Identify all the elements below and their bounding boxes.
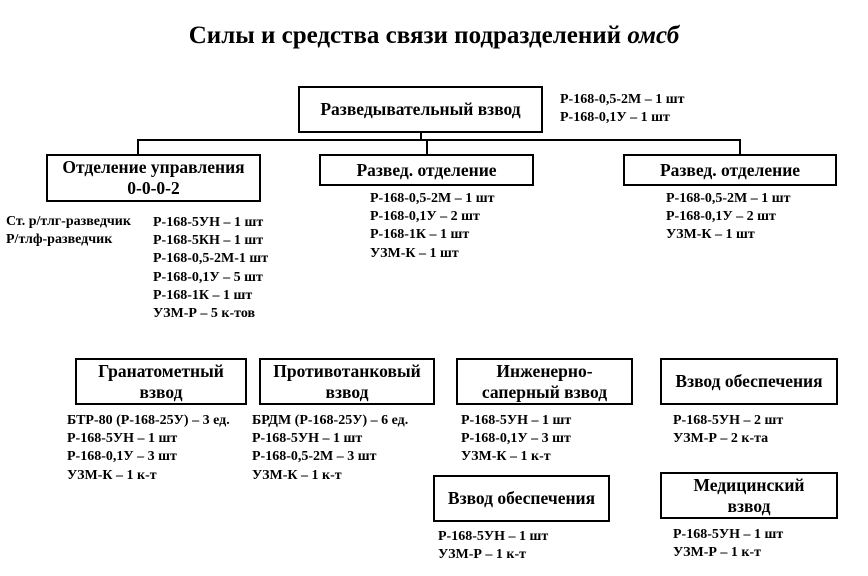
list-item: УЗМ-Р – 2 к-та bbox=[673, 431, 769, 447]
list-item: УЗМ-Р – 5 к-тов bbox=[153, 306, 256, 322]
list-item: Р-168-5УН – 2 шт bbox=[673, 413, 784, 428]
recon-platoon-box: Разведывательный взвод bbox=[298, 86, 543, 133]
mgmt-section-box: Отделение управления 0-0-0-2 bbox=[46, 154, 261, 202]
medical-platoon-line1: Медицинский bbox=[693, 474, 805, 495]
support-platoon-box-2: Взвод обеспечения bbox=[433, 475, 610, 522]
list-item: Р-168-0,1У – 3 шт bbox=[67, 449, 177, 465]
list-item: УЗМ-К – 1 к-т bbox=[67, 467, 157, 483]
list-item: УЗМ-Р – 1 к-т bbox=[438, 547, 527, 563]
antitank-platoon-box: Противотанковый взвод bbox=[259, 358, 435, 405]
list-item: БРДМ (Р-168-25У) – 6 ед. bbox=[252, 413, 409, 428]
connector-horizontal bbox=[137, 139, 741, 141]
list-item: Р-168-1К – 1 шт bbox=[153, 287, 253, 303]
list-item: Р-168-5КН – 1 шт bbox=[153, 233, 264, 249]
support-platoon-equipment-1: Р-168-5УН – 2 шт УЗМ-Р – 2 к-та bbox=[673, 412, 783, 448]
list-item: Р-168-5УН – 1 шт bbox=[673, 527, 784, 542]
mgmt-equipment: Р-168-5УН – 1 шт Р-168-5КН – 1 шт Р-168-… bbox=[153, 214, 268, 323]
mgmt-roles: Ст. р/тлг-разведчик Р/тлф-разведчик bbox=[6, 213, 131, 249]
grenade-platoon-equipment: БТР-80 (Р-168-25У) – 3 ед. Р-168-5УН – 1… bbox=[67, 412, 230, 485]
list-item: Р-168-0,5-2М-1 шт bbox=[153, 251, 269, 267]
list-item: Р-168-0,5-2М – 3 шт bbox=[252, 449, 377, 465]
recon-section-label-2: Развед. отделение bbox=[659, 159, 801, 180]
medical-platoon-box: Медицинский взвод bbox=[660, 472, 838, 519]
recon-section-equipment-1: Р-168-0,5-2М – 1 шт Р-168-0,1У – 2 шт Р-… bbox=[370, 190, 494, 263]
list-item: Р-168-0,1У – 3 шт bbox=[461, 431, 571, 447]
medical-platoon-equipment: Р-168-5УН – 1 шт УЗМ-Р – 1 к-т bbox=[673, 526, 783, 562]
list-item: Р-168-5УН – 1 шт bbox=[153, 215, 264, 230]
antitank-platoon-line1: Противотанковый bbox=[273, 360, 421, 381]
connector-mid-drop bbox=[426, 139, 428, 156]
recon-section-label-1: Развед. отделение bbox=[356, 159, 497, 180]
support-platoon-equipment-2: Р-168-5УН – 1 шт УЗМ-Р – 1 к-т bbox=[438, 528, 548, 564]
list-item: УЗМ-Р – 1 к-т bbox=[673, 545, 762, 561]
mgmt-section-line1: Отделение управления bbox=[62, 157, 245, 177]
grenade-platoon-box: Гранатометный взвод bbox=[75, 358, 247, 405]
grenade-platoon-line2: взвод bbox=[139, 381, 183, 402]
list-item: УЗМ-К – 1 к-т bbox=[461, 449, 551, 465]
list-item: Р-168-5УН – 1 шт bbox=[438, 529, 549, 544]
engineer-platoon-equipment: Р-168-5УН – 1 шт Р-168-0,1У – 3 шт УЗМ-К… bbox=[461, 412, 571, 467]
engineer-platoon-line1: Инженерно- bbox=[496, 360, 593, 381]
engineer-platoon-box: Инженерно- саперный взвод bbox=[456, 358, 633, 405]
support-platoon-label-1: Взвод обеспечения bbox=[675, 371, 823, 391]
list-item: Р-168-0,1У – 2 шт bbox=[666, 209, 776, 225]
medical-platoon-line2: взвод bbox=[727, 495, 771, 516]
connector-right-drop bbox=[739, 139, 741, 156]
antitank-platoon-line2: взвод bbox=[325, 381, 369, 402]
list-item: Р-168-5УН – 1 шт bbox=[67, 431, 178, 447]
recon-section-box-2: Развед. отделение bbox=[623, 154, 837, 186]
list-item: БТР-80 (Р-168-25У) – 3 ед. bbox=[67, 413, 230, 428]
diagram-title: Силы и средства связи подразделений омсб bbox=[0, 22, 868, 50]
list-item: Р-168-0,5-2М – 1 шт bbox=[370, 191, 495, 206]
recon-platoon-equipment: Р-168-0,5-2М – 1 шт Р-168-0,1У – 1 шт bbox=[560, 91, 684, 127]
list-item: Р-168-0,1У – 5 шт bbox=[153, 269, 263, 285]
list-item: Р-168-1К – 1 шт bbox=[370, 227, 470, 243]
title-main: Силы и средства связи подразделений bbox=[188, 22, 622, 49]
support-platoon-label-2: Взвод обеспечения bbox=[447, 488, 596, 508]
list-item: Р-168-0,1У – 2 шт bbox=[370, 209, 480, 225]
engineer-platoon-line2: саперный взвод bbox=[481, 381, 608, 402]
support-platoon-box-1: Взвод обеспечения bbox=[660, 358, 838, 405]
mgmt-section-line2: 0-0-0-2 bbox=[127, 178, 180, 198]
list-item: УЗМ-К – 1 к-т bbox=[252, 467, 342, 483]
antitank-platoon-equipment: БРДМ (Р-168-25У) – 6 ед. Р-168-5УН – 1 ш… bbox=[252, 412, 408, 485]
connector-top-stem bbox=[420, 131, 422, 141]
connector-left-drop bbox=[137, 139, 139, 156]
recon-section-equipment-2: Р-168-0,5-2М – 1 шт Р-168-0,1У – 2 шт УЗ… bbox=[666, 190, 790, 245]
recon-platoon-label: Разведывательный взвод bbox=[320, 99, 521, 119]
grenade-platoon-line1: Гранатометный bbox=[98, 360, 224, 381]
list-item: Р-168-5УН – 1 шт bbox=[461, 413, 572, 428]
list-item: Р-168-0,5-2М – 1 шт bbox=[666, 191, 791, 206]
list-item: Ст. р/тлг-разведчик bbox=[6, 214, 131, 229]
list-item: Р/тлф-разведчик bbox=[6, 232, 113, 248]
recon-section-box-1: Развед. отделение bbox=[319, 154, 534, 186]
list-item: Р-168-0,5-2М – 1 шт bbox=[560, 92, 685, 107]
title-italic: омсб bbox=[627, 22, 680, 49]
list-item: УЗМ-К – 1 шт bbox=[370, 245, 459, 261]
list-item: Р-168-5УН – 1 шт bbox=[252, 431, 363, 447]
list-item: УЗМ-К – 1 шт bbox=[666, 227, 755, 243]
list-item: Р-168-0,1У – 1 шт bbox=[560, 110, 670, 126]
